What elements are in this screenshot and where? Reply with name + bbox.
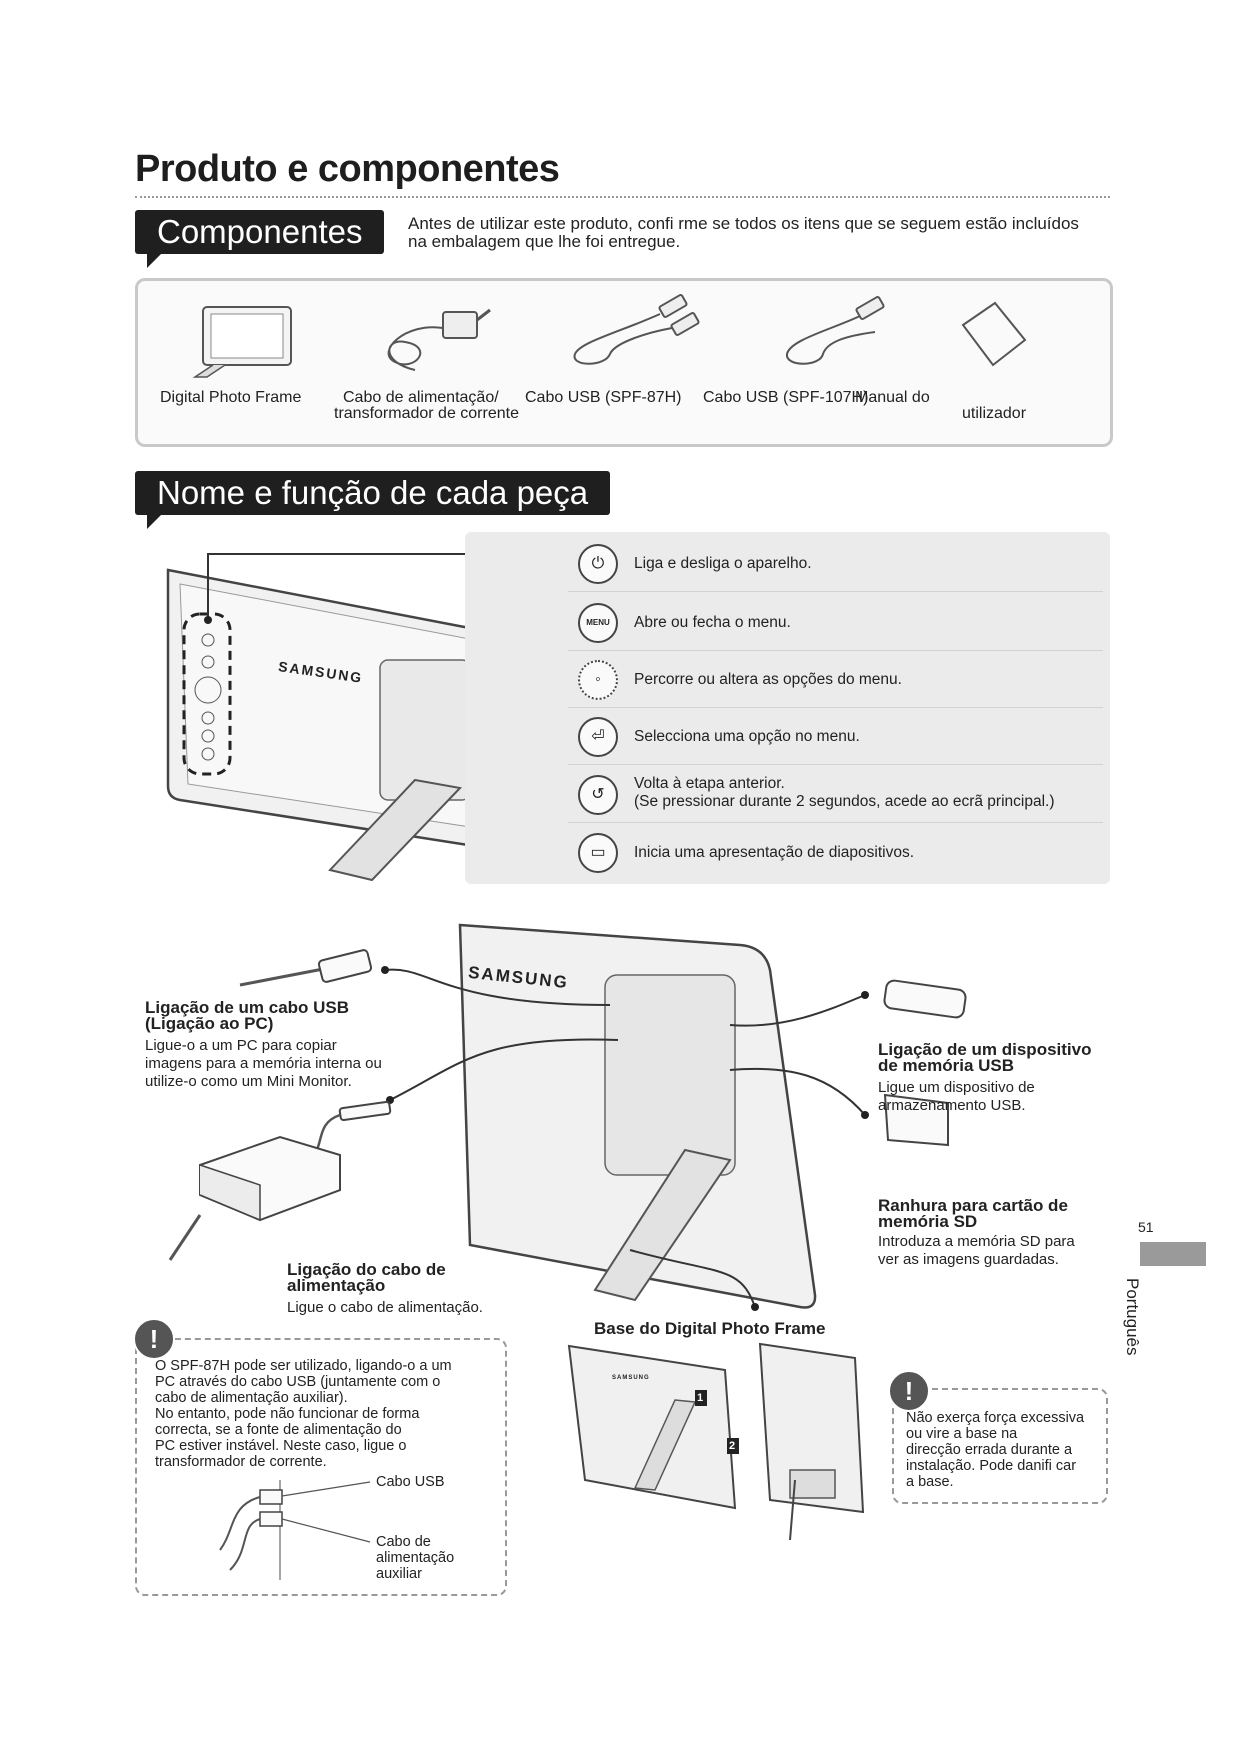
- brand-logo-stand: SAMSUNG: [612, 1375, 650, 1381]
- usb-pc-desc-1: Ligue-o a um PC para copiar: [145, 1037, 337, 1054]
- function-row-back: ↺ Volta à etapa anterior. (Se pressionar…: [568, 766, 1103, 823]
- power-desc: Ligue o cabo de alimentação.: [287, 1299, 483, 1316]
- page-number: 51: [1138, 1219, 1154, 1235]
- usb-pc-title: Ligação de um cabo USB: [145, 998, 350, 1017]
- label-aux-cable-3: auxiliar: [376, 1566, 422, 1582]
- components-heading: Componentes: [135, 210, 385, 268]
- warning-box-stand: [892, 1388, 1108, 1504]
- connections-illustration: [168, 923, 967, 1311]
- power-adapter-illustration: [387, 308, 491, 371]
- stand-title: Base do Digital Photo Frame: [594, 1319, 826, 1338]
- language-tab-bar: [1140, 1242, 1206, 1266]
- label-aux-cable-2: alimentação: [376, 1550, 455, 1566]
- aux-cable-illustration: [219, 1480, 371, 1580]
- warning-stand-line-1: Não exerça força excessiva: [906, 1410, 1085, 1426]
- usb-pc-desc-2: imagens para a memória interna ou: [145, 1055, 382, 1072]
- warning-icon: !: [133, 1318, 175, 1360]
- usb-device-title: Ligação de um dispositivo: [878, 1040, 1092, 1059]
- enter-icon: ⏎: [578, 717, 618, 757]
- component-label-usb-87h: Cabo USB (SPF-87H): [525, 389, 682, 406]
- menu-description: Abre ou fecha o menu.: [634, 614, 791, 631]
- sd-desc-1: Introduza a memória SD para: [878, 1233, 1075, 1250]
- warning-usb-line-1: O SPF-87H pode ser utilizado, ligando-o …: [155, 1358, 452, 1374]
- user-manual-illustration: [961, 301, 1027, 367]
- warning-stand-line-5: a base.: [906, 1474, 954, 1490]
- step-2-label: 2: [729, 1440, 736, 1452]
- stand-installation-illustration: [567, 1342, 865, 1540]
- warning-box-usb: [135, 1338, 507, 1596]
- frame-back-illustration: [166, 553, 514, 882]
- sd-desc-2: ver as imagens guardadas.: [878, 1251, 1059, 1268]
- components-box: [135, 278, 1113, 447]
- power-description: Liga e desliga o aparelho.: [634, 555, 812, 572]
- warning-icon-stand: !: [888, 1370, 930, 1412]
- function-row-navigation: ◦ Percorre ou altera as opções do menu.: [568, 651, 1103, 708]
- language-label: Português: [1123, 1278, 1142, 1356]
- function-row-enter: ⏎ Selecciona uma opção no menu.: [568, 708, 1103, 765]
- component-label-manual: Manual do: [855, 389, 930, 406]
- usb-device-desc-1: Ligue um dispositivo de: [878, 1079, 1035, 1096]
- warning-usb-line-6: PC estiver instável. Neste caso, ligue o: [155, 1438, 407, 1454]
- enter-description: Selecciona uma opção no menu.: [634, 728, 860, 745]
- usb-device-title-line2: de memória USB: [878, 1056, 1015, 1075]
- sd-title: Ranhura para cartão de: [878, 1196, 1068, 1215]
- usb-pc-title-line2: (Ligação ao PC): [145, 1014, 274, 1033]
- function-row-menu: MENU Abre ou fecha o menu.: [568, 594, 1103, 651]
- component-label-usb-107h: Cabo USB (SPF-107H): [703, 389, 869, 406]
- title-divider: [135, 196, 1110, 198]
- slideshow-description: Inicia uma apresentação de diapositivos.: [634, 844, 915, 861]
- power-icon: ⏻: [578, 544, 618, 584]
- warning-usb-line-5: correcta, se a fonte de alimentação do: [155, 1422, 402, 1438]
- usb-pc-desc-3: utilize-o como um Mini Monitor.: [145, 1073, 352, 1090]
- component-label-power-cable: Cabo de alimentação/: [343, 389, 499, 406]
- function-row-power: ⏻ Liga e desliga o aparelho.: [568, 535, 1103, 592]
- warning-stand-line-3: direcção errada durante a: [906, 1442, 1073, 1458]
- components-intro: Antes de utilizar este produto, confi rm…: [408, 214, 1079, 251]
- step-1-label: 1: [697, 1392, 704, 1404]
- warning-stand-line-2: ou vire a base na: [906, 1426, 1018, 1442]
- sd-title-line2: memória SD: [878, 1212, 978, 1231]
- label-aux-cable-1: Cabo de: [376, 1534, 431, 1550]
- button-functions-panel: [465, 532, 1110, 884]
- page-title: Produto e componentes: [135, 148, 560, 190]
- navigation-description: Percorre ou altera as opções do menu.: [634, 671, 902, 688]
- component-label-photo-frame: Digital Photo Frame: [160, 389, 302, 406]
- back-description: Volta à etapa anterior.: [634, 775, 785, 792]
- slideshow-icon: ▭: [578, 833, 618, 873]
- warning-usb-line-7: transformador de corrente.: [155, 1454, 327, 1470]
- back-description-line2: (Se pressionar durante 2 segundos, acede…: [634, 793, 1055, 810]
- usb-cable-107h-illustration: [786, 296, 885, 365]
- usb-cable-87h-illustration: [573, 294, 700, 365]
- component-label-power-cable-line2: transformador de corrente: [334, 405, 519, 422]
- warning-usb-line-2: PC através do cabo USB (juntamente com o: [155, 1374, 441, 1390]
- component-label-manual-line2: utilizador: [962, 405, 1027, 422]
- power-title-line2: alimentação: [287, 1276, 386, 1295]
- warning-usb-line-4: No entanto, pode não funcionar de forma: [155, 1406, 420, 1422]
- navigation-pad-icon: ◦: [578, 660, 618, 700]
- photo-frame-illustration: [192, 306, 292, 378]
- usb-device-desc-2: armazenamento USB.: [878, 1097, 1026, 1114]
- menu-icon: MENU: [578, 603, 618, 643]
- function-row-slideshow: ▭ Inicia uma apresentação de diapositivo…: [568, 824, 1103, 880]
- power-title: Ligação do cabo de: [287, 1260, 446, 1279]
- warning-stand-line-4: instalação. Pode danifi car: [906, 1458, 1077, 1474]
- label-usb-cable: Cabo USB: [376, 1474, 445, 1490]
- warning-usb-line-3: cabo de alimentação auxiliar).: [155, 1390, 348, 1406]
- back-icon: ↺: [578, 775, 618, 815]
- parts-heading: Nome e função de cada peça: [135, 471, 611, 529]
